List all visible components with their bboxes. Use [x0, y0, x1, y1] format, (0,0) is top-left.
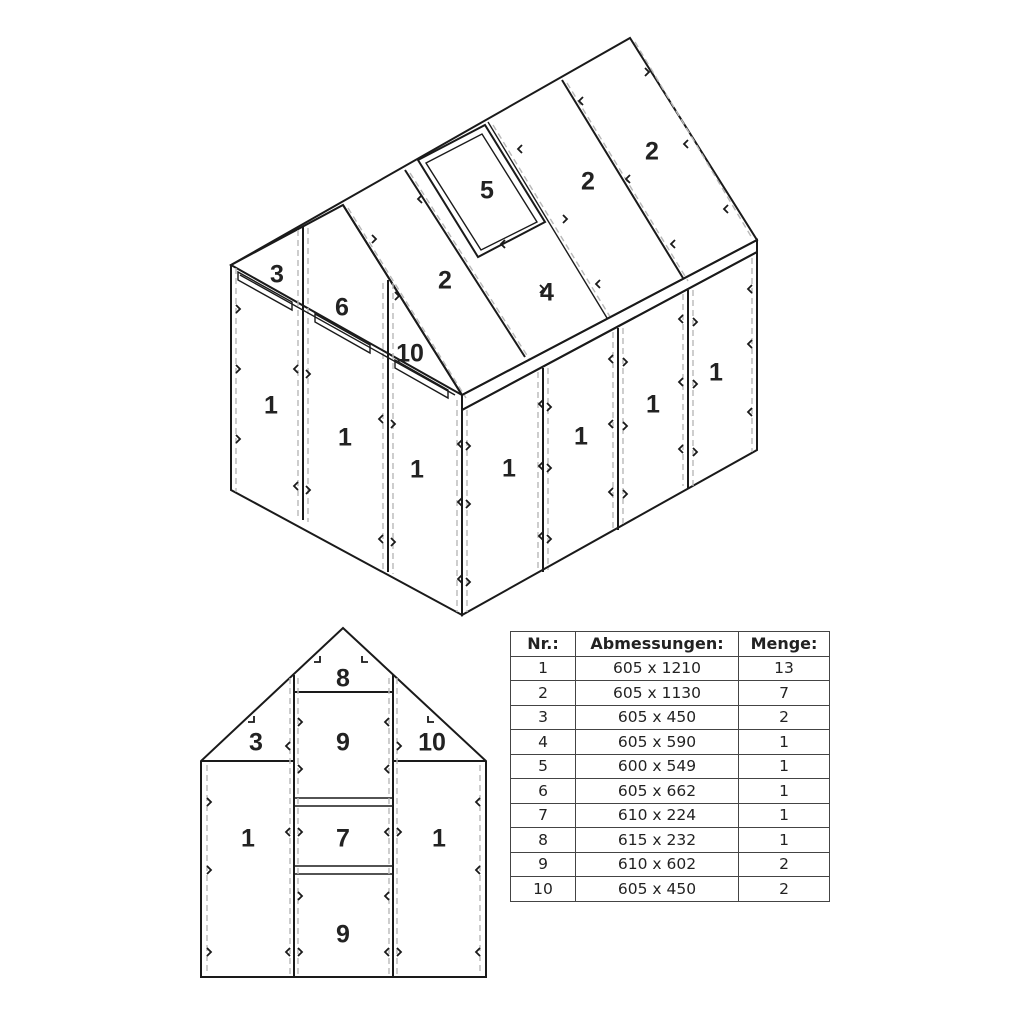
cell-qty: 7	[738, 680, 830, 706]
wall-panel-label: 1	[709, 359, 723, 387]
front-panel-label-left-triangle: 3	[249, 729, 263, 757]
cell-dims: 605 x 590	[575, 729, 739, 755]
cell-dims: 610 x 602	[575, 851, 739, 877]
cell-qty: 1	[738, 827, 830, 853]
gable-panel-label: 3	[270, 261, 284, 289]
front-panel-label-left-wall: 1	[241, 825, 255, 853]
cell-dims: 610 x 224	[575, 802, 739, 828]
header-quantity: Menge:	[738, 631, 830, 657]
cell-nr: 3	[510, 704, 576, 730]
cell-qty: 1	[738, 729, 830, 755]
roof-panel-label: 4	[540, 279, 554, 307]
front-panel-label-middle: 7	[336, 825, 350, 853]
roof-panel-label: 2	[581, 168, 595, 196]
header-nr: Nr.:	[510, 631, 576, 657]
gable-panel-label: 10	[396, 340, 424, 368]
cell-dims: 605 x 1210	[575, 655, 739, 681]
cell-qty: 2	[738, 876, 830, 902]
front-view-diagram	[200, 626, 487, 978]
cell-nr: 6	[510, 778, 576, 804]
cell-nr: 8	[510, 827, 576, 853]
cell-qty: 1	[738, 778, 830, 804]
wall-panel-label: 1	[410, 456, 424, 484]
side-wall	[461, 250, 758, 617]
cell-nr: 9	[510, 851, 576, 877]
cell-dims: 600 x 549	[575, 753, 739, 779]
cell-dims: 605 x 662	[575, 778, 739, 804]
table-header-row: Nr.: Abmessungen: Menge:	[510, 631, 830, 657]
cell-dims: 605 x 1130	[575, 680, 739, 706]
cell-qty: 13	[738, 655, 830, 681]
cell-qty: 1	[738, 802, 830, 828]
cell-dims: 605 x 450	[575, 876, 739, 902]
panel-clips	[235, 67, 753, 587]
front-panel-label-right-triangle: 10	[418, 729, 446, 757]
cell-nr: 10	[510, 876, 576, 902]
front-panel-label-right-wall: 1	[432, 825, 446, 853]
wall-panel-label: 1	[646, 391, 660, 419]
front-panel-label-upper-middle: 9	[336, 729, 350, 757]
header-dimensions: Abmessungen:	[575, 631, 739, 657]
wall-panel-label: 1	[502, 455, 516, 483]
cell-dims: 605 x 450	[575, 704, 739, 730]
cell-nr: 1	[510, 655, 576, 681]
roof-panel-label: 2	[645, 138, 659, 166]
front-panel-label-top: 8	[336, 665, 350, 693]
wall-panel-label: 1	[574, 423, 588, 451]
roof-panel-label: 2	[438, 267, 452, 295]
front-panel-label-lower-middle: 9	[336, 921, 350, 949]
cell-nr: 7	[510, 802, 576, 828]
cell-nr: 4	[510, 729, 576, 755]
skylight-label: 5	[480, 177, 494, 205]
roof	[228, 36, 759, 412]
cell-dims: 615 x 232	[575, 827, 739, 853]
cell-nr: 5	[510, 753, 576, 779]
cell-qty: 1	[738, 753, 830, 779]
gable-panel-label: 6	[335, 294, 349, 322]
cell-qty: 2	[738, 704, 830, 730]
wall-panel-label: 1	[338, 424, 352, 452]
wall-panel-label: 1	[264, 392, 278, 420]
cell-qty: 2	[738, 851, 830, 877]
cell-nr: 2	[510, 680, 576, 706]
